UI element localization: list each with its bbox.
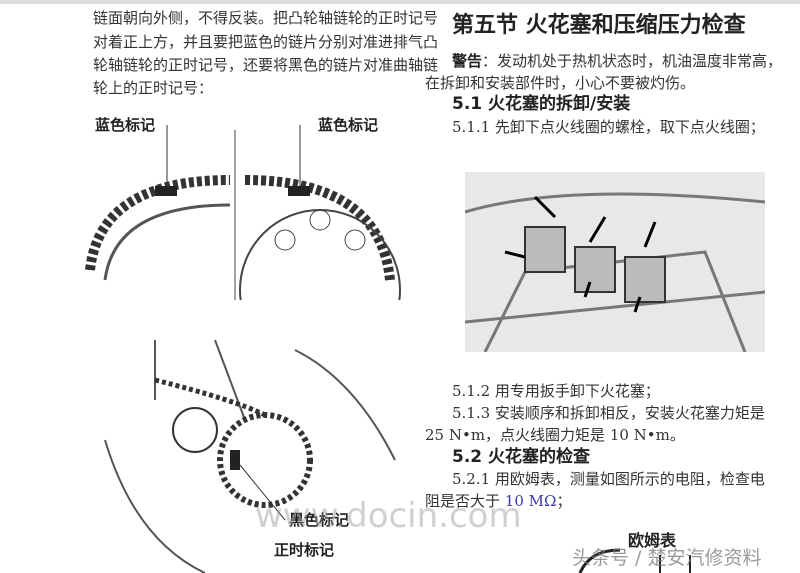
left-paragraph-line: 轮轴链轮的正时记号，还要将黑色的链片对准曲轴链: [93, 56, 439, 74]
heading-5-2: 5.2 火花塞的检查: [452, 447, 591, 467]
crankshaft-chain-figure: [104, 340, 396, 573]
step-5-1-3-torque: 25 N•m，点火线圈力矩是 10 N•m。: [425, 426, 685, 444]
warning-text-2: 在拆卸和安装部件时，小心不要被灼伤。: [425, 74, 696, 92]
section-title: 第五节 火花塞和压缩压力检查: [452, 13, 746, 38]
ohmmeter-label: 欧姆表: [628, 531, 677, 550]
step-5-1-2: 5.1.2 用专用扳手卸下火花塞；: [452, 382, 660, 400]
punctuation: ；: [556, 492, 572, 510]
ohmmeter-figure: [578, 548, 691, 573]
ignition-coil-photo: [465, 172, 765, 352]
left-paragraph-line: 轮上的正时记号：: [93, 79, 214, 97]
blue-mark-label-right: 蓝色标记: [318, 116, 379, 134]
timing-chain-figure-top: [85, 125, 401, 300]
step-5-2-1: 5.2.1 用欧姆表，测量如图所示的电阻，检查电: [452, 470, 765, 488]
resistance-value: 10 MΩ: [504, 492, 557, 510]
warning-text: ：发动机处于热机状态时，机油温度非常高，: [482, 52, 783, 70]
step-5-1-1: 5.1.1 先卸下点火线圈的螺栓，取下点火线圈；: [452, 118, 765, 136]
heading-5-1: 5.1 火花塞的拆卸/安装: [452, 94, 631, 114]
step-5-1-3: 5.1.3 安装顺序和拆卸相反，安装火花塞力矩是: [452, 404, 765, 422]
step-5-2-1-cont: 阻是否大于: [425, 492, 505, 510]
black-mark-label: 黑色标记: [289, 511, 350, 529]
blue-mark-label-left: 蓝色标记: [95, 116, 156, 134]
docin-watermark: www.docin.com: [255, 496, 522, 536]
top-border: [0, 0, 800, 4]
left-paragraph-line: 链面朝向外侧，不得反装。把凸轮轴链轮的正时记号: [93, 9, 439, 27]
left-paragraph-line: 对着正上方，并且要把蓝色的链片分别对准进排气凸: [93, 33, 439, 51]
timing-mark-label: 正时标记: [274, 541, 335, 559]
warning-label: 警告: [452, 52, 483, 70]
toutiao-watermark: 头条号 / 楚安汽修资料: [572, 547, 762, 569]
